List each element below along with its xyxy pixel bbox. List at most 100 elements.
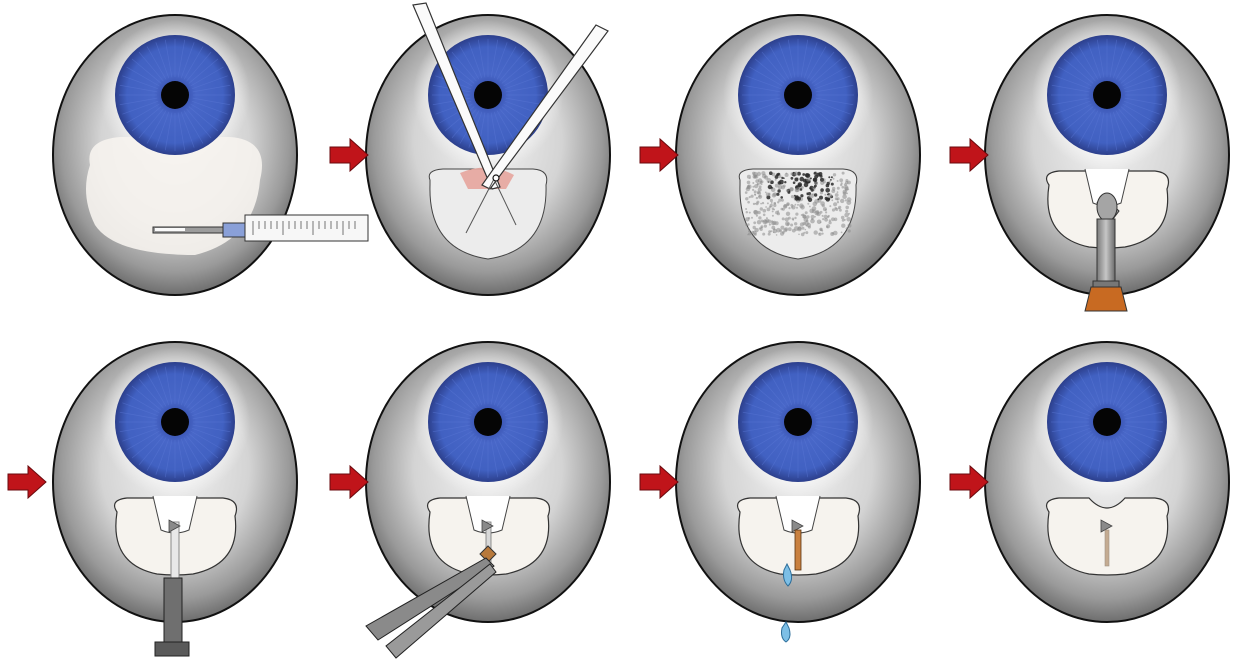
ablation-dot [795,213,798,216]
ablation-dot [806,177,810,181]
ablation-dot [837,199,839,201]
ablation-dot [767,202,769,204]
ablation-dot [829,219,831,221]
injector-shaft [1097,219,1115,289]
ablation-dot [822,218,824,220]
ablation-dot [754,228,758,232]
pusher-shaft [164,578,182,642]
ablation-dot [794,172,798,176]
step-panel-3 [676,15,920,295]
ablation-dot [806,192,808,194]
needle-shine [155,228,185,231]
ablation-dot [841,232,843,234]
ablation-dot [745,224,747,226]
ablation-dot [831,199,833,201]
ablation-dot [775,179,777,181]
ablation-dot [767,208,771,212]
ablation-dot [808,226,811,229]
ablation-dot [792,219,794,221]
ablation-dot [762,202,764,204]
ablation-dot [791,172,794,175]
ablation-dot [817,198,819,200]
ablation-dot [781,208,784,211]
step-arrow-1-to-2 [330,139,368,171]
ablation-dot [826,226,828,228]
ablation-dot [769,171,773,175]
ablation-dot [798,234,800,236]
ablation-dot [754,175,758,179]
ablation-dot [751,231,754,234]
ablation-dot [786,189,789,192]
ablation-dot [820,188,824,192]
ablation-dot [786,212,790,216]
pusher-base [155,642,189,656]
ablation-dot [761,171,765,175]
ablation-dot [784,204,788,208]
ablation-dot [746,211,748,213]
ablation-dot [820,211,823,214]
ablation-dot [760,183,762,185]
ablation-dot [758,216,761,219]
ablation-dot [749,212,751,214]
implant-rod [795,530,801,570]
step-arrow-5-to-6 [330,466,368,498]
ablation-dot [789,187,793,191]
ablation-dot [747,223,750,226]
injector-tip [1097,193,1117,221]
ablation-dot [747,227,749,229]
ablation-dot [784,227,788,231]
ablation-dot [783,185,786,188]
ablation-dot [786,173,788,175]
ablation-dot [753,221,756,224]
ablation-dot [816,210,820,214]
ablation-dot [825,209,827,211]
syringe-hub [223,223,245,237]
ablation-dot [758,195,760,197]
ablation-dot [837,201,839,203]
ablation-dot [777,189,780,192]
ablation-dot [747,175,751,179]
ablation-dot [751,195,754,198]
ablation-dot [763,214,766,217]
ablation-dot [780,226,784,230]
ablation-dot [805,211,808,214]
ablation-dot [756,197,758,199]
ablation-dot [841,216,845,220]
ablation-dot [778,175,781,178]
ablation-dot [827,198,830,201]
ablation-dot [812,193,814,195]
ablation-dot [788,207,790,209]
ablation-dot [828,215,830,217]
ablation-dot [794,226,799,231]
ablation-dot [779,229,782,232]
ablation-dot [782,217,785,220]
ablation-dot [805,229,807,231]
ablation-dot [795,187,800,192]
ablation-dot [839,209,842,212]
ablation-dot [811,218,813,220]
ablation-dot [788,217,791,220]
ablation-dot [781,199,784,202]
ablation-dot [846,193,848,195]
ablation-dot [805,173,809,177]
syringe-barrel [245,215,368,241]
ablation-dot [748,230,750,232]
ablation-dot [755,203,757,205]
ablation-dot [847,181,851,185]
ablation-dot [752,189,754,191]
ablation-dot [844,213,849,218]
ablation-dot [747,234,749,236]
ablation-dot [768,233,771,236]
ablation-dot [835,193,839,197]
ablation-dot [842,186,845,189]
step-panel-7 [676,342,920,642]
ablation-dot [748,217,750,219]
ablation-dot [763,209,767,213]
ablation-dot [837,187,840,190]
ablation-dot [805,231,808,234]
ablation-dot [833,202,837,206]
ablation-dot [791,195,794,198]
ablation-dot [754,194,756,196]
ablation-dot [806,215,809,218]
ablation-dot [825,211,827,213]
